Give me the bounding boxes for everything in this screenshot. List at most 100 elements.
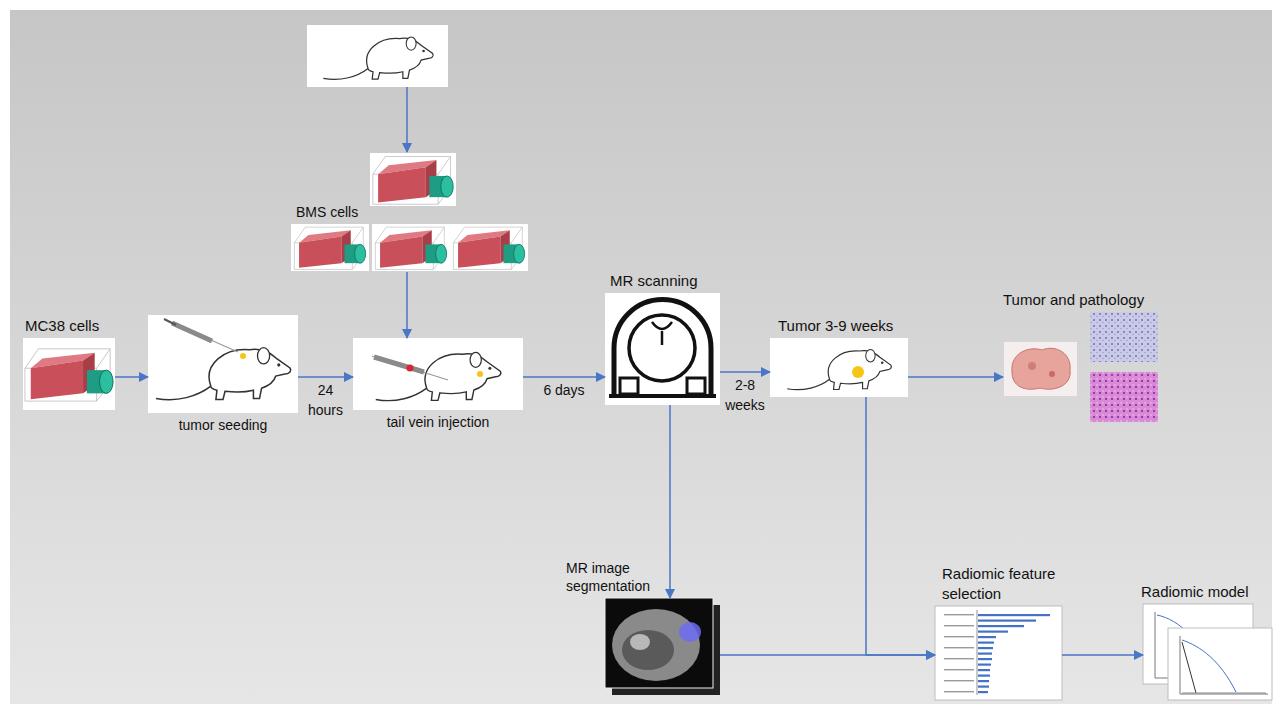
panel-heading: Tumor and pathology <box>1003 290 1144 310</box>
image-panel: MR scanning <box>605 293 720 405</box>
tumor-segmentation <box>679 622 701 642</box>
feature-bars <box>944 610 1050 695</box>
feature-bar <box>978 631 1008 633</box>
flow-arrow <box>720 371 770 373</box>
image-panel: Radiomic feature selection <box>935 606 1062 700</box>
tissue-spot <box>1028 362 1036 370</box>
scanner-bore <box>629 315 695 381</box>
mouse-panel <box>353 338 523 410</box>
chart-axis <box>1180 694 1268 695</box>
flow-arrow <box>1062 654 1143 656</box>
feature-chart <box>935 606 1062 700</box>
feature-tick <box>944 680 974 681</box>
caption-block: Tumor and pathology <box>1003 290 1144 310</box>
feature-bar <box>978 658 992 660</box>
panel-heading: MC38 cells <box>25 316 99 336</box>
feature-bar <box>978 614 1050 616</box>
image-panel: BMS cells <box>291 224 528 272</box>
flow-arrow <box>866 397 935 655</box>
image-panel: tail vein injection <box>353 338 523 410</box>
flask-figure <box>375 227 446 269</box>
syringe-barrel <box>172 323 212 341</box>
flow-arrow <box>669 405 671 598</box>
flask-panel <box>372 224 450 271</box>
syringe-plunger <box>164 319 176 325</box>
flow-arrow <box>406 272 408 338</box>
caption-block: MC38 cells <box>25 316 99 336</box>
chart-curve <box>1182 642 1196 693</box>
scanner-panel <box>605 293 720 405</box>
panel-heading: MR image segmentation <box>566 559 658 595</box>
edge-label: 24 hours <box>303 381 349 420</box>
flow-arrow <box>298 376 353 378</box>
caption-block: MR image segmentation <box>566 559 658 595</box>
caption-block: tumor seeding <box>179 416 268 434</box>
flask-figure <box>373 157 453 205</box>
feature-tick <box>944 647 974 648</box>
chart-axis <box>1180 636 1181 694</box>
feature-tick <box>944 614 974 615</box>
feature-tick <box>944 636 974 637</box>
feature-tick <box>944 625 974 626</box>
panel-heading: Radiomic model <box>1141 582 1249 602</box>
mr-body <box>612 609 700 681</box>
panel-heading: tail vein injection <box>387 413 490 431</box>
panel-heading: Tumor 3-9 weeks <box>778 316 893 336</box>
caption-block: Radiomic feature selection <box>942 564 1067 603</box>
feature-bar <box>978 642 994 644</box>
image-panel: Tumor and pathology <box>1003 312 1159 422</box>
scanner-foot <box>620 378 638 394</box>
pathology-image <box>1090 312 1158 362</box>
mr-organ <box>622 630 674 670</box>
image-panel: MC38 cells <box>23 338 115 410</box>
caption-block: MR scanning <box>610 271 698 291</box>
feature-bar <box>978 636 996 638</box>
flask-panel <box>291 224 369 271</box>
caption-block: tail vein injection <box>387 413 490 431</box>
feature-bar <box>978 686 989 688</box>
edge-label: 6 days <box>534 381 594 401</box>
feature-tick <box>944 669 974 670</box>
syringe-needle <box>372 356 448 380</box>
feature-bar <box>978 620 1036 622</box>
panel-heading: Radiomic feature selection <box>942 564 1067 603</box>
flask-panel <box>370 153 456 206</box>
chart-curve <box>1182 693 1266 694</box>
flow-arrow <box>115 376 148 378</box>
tumor-tissue <box>1012 348 1070 389</box>
feature-tick <box>944 691 974 692</box>
panel-heading: MR scanning <box>610 271 698 291</box>
image-panel: Radiomic model <box>1143 604 1275 702</box>
syringe-barrel <box>374 357 424 372</box>
feature-tick <box>944 658 974 659</box>
scanner-coil <box>652 322 672 329</box>
cell-dot <box>407 365 414 372</box>
feature-bar <box>978 691 988 693</box>
scanner-housing <box>614 300 711 396</box>
tumor-dot <box>240 353 246 359</box>
image-panel: MR image segmentation <box>605 598 720 695</box>
flow-arrow <box>908 376 1003 378</box>
feature-bar <box>978 675 990 677</box>
mouse-figure <box>787 349 891 389</box>
edge-label: 2-8 weeks <box>723 376 767 415</box>
feature-bar <box>978 680 989 682</box>
feature-bar <box>978 669 990 671</box>
decision-chart <box>1168 628 1272 700</box>
mouse-panel <box>770 338 908 397</box>
tumor-dot <box>852 366 864 378</box>
tumor-dot <box>477 371 483 377</box>
feature-axis <box>977 610 978 695</box>
pathology-image <box>1090 372 1158 422</box>
feature-bar <box>978 664 991 666</box>
mouse-panel <box>148 315 298 413</box>
chart-axis <box>1155 612 1156 678</box>
caption-block: BMS cells <box>296 203 358 221</box>
panel-heading: BMS cells <box>296 203 358 221</box>
mr-slice <box>605 598 713 688</box>
feature-bar <box>978 625 1024 627</box>
